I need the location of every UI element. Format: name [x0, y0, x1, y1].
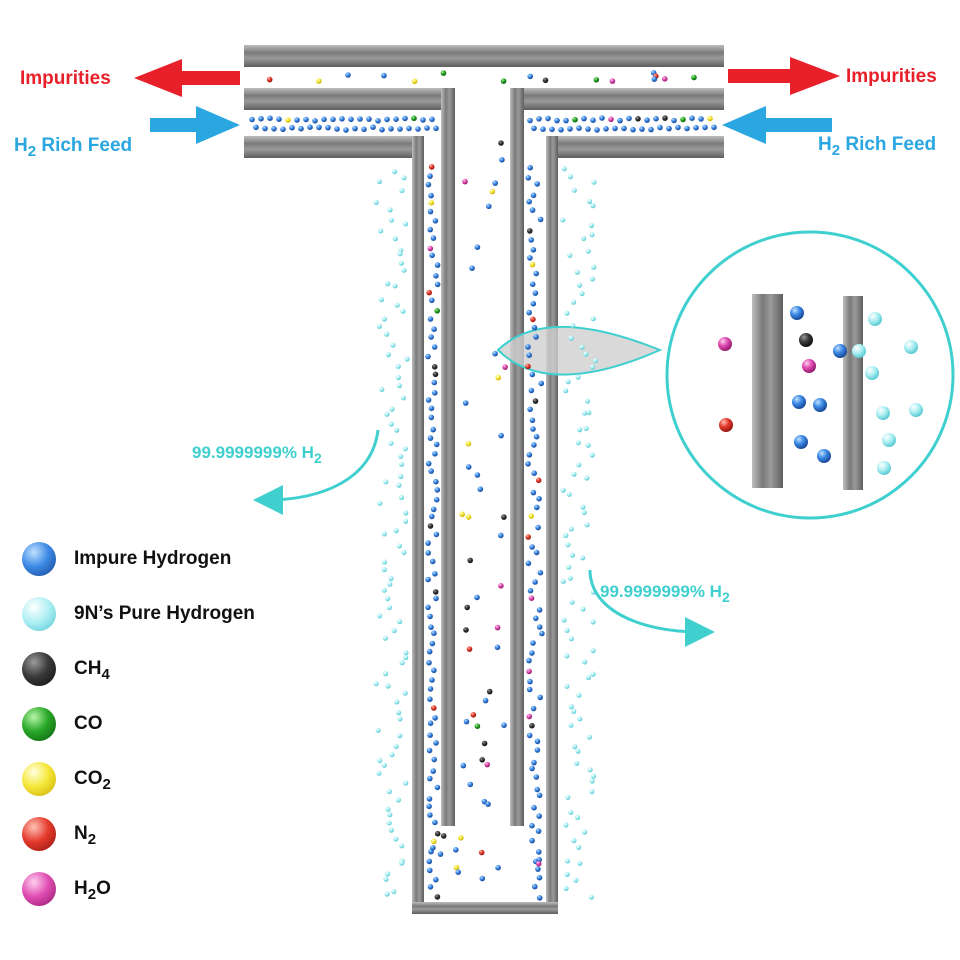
legend-item-pure-hydrogen: 9N’s Pure Hydrogen — [22, 595, 322, 635]
purity-label-right: 99.9999999% H2 — [600, 582, 730, 605]
legend-label: H2O — [74, 878, 111, 903]
feed-arrow-left — [150, 106, 240, 144]
h2o-swatch — [22, 872, 56, 906]
legend-item-impure-hydrogen: Impure Hydrogen — [22, 540, 322, 580]
legend-item-h2o: H2O — [22, 870, 322, 910]
legend-item-ch4: CH4 — [22, 650, 322, 690]
purity-arrow-left — [253, 429, 380, 515]
impure-hydrogen-swatch — [22, 542, 56, 576]
impurities-arrow-right — [728, 57, 840, 95]
purity-left-main: 99.9999999% H — [192, 443, 314, 462]
legend-item-n2: N2 — [22, 815, 322, 855]
manifold — [244, 45, 724, 158]
feed-label-right: H2 Rich Feed — [818, 134, 936, 159]
feed-right-sub: 2 — [832, 142, 840, 159]
purity-arrow-right — [588, 569, 715, 647]
legend-label: 9N’s Pure Hydrogen — [74, 603, 255, 624]
co-swatch — [22, 707, 56, 741]
impurities-label-left: Impurities — [20, 68, 111, 89]
legend-label: Impure Hydrogen — [74, 548, 232, 569]
feed-left-h: H — [14, 135, 28, 156]
impurities-label-right: Impurities — [846, 66, 937, 87]
legend-label: CO — [74, 713, 103, 734]
feed-arrow-right — [722, 106, 832, 144]
feed-label-left: H2 Rich Feed — [14, 135, 132, 160]
feed-left-rest: Rich Feed — [36, 135, 132, 156]
magnifier — [496, 230, 955, 520]
legend-label: CO2 — [74, 768, 111, 793]
feed-right-rest: Rich Feed — [840, 134, 936, 155]
legend-item-co2: CO2 — [22, 760, 322, 800]
feed-right-h: H — [818, 134, 832, 155]
gas-molecules — [249, 70, 923, 901]
purity-right-sub: 2 — [722, 589, 730, 605]
pure-hydrogen-swatch — [22, 597, 56, 631]
n2-swatch — [22, 817, 56, 851]
purity-left-sub: 2 — [314, 450, 322, 466]
purity-right-main: 99.9999999% H — [600, 582, 722, 601]
feed-left-sub: 2 — [28, 143, 36, 160]
impurities-arrow-left — [134, 59, 240, 97]
ch4-swatch — [22, 652, 56, 686]
legend-item-co: CO — [22, 705, 322, 745]
co2-swatch — [22, 762, 56, 796]
purity-label-left: 99.9999999% H2 — [192, 443, 322, 466]
legend-label: CH4 — [74, 658, 110, 683]
legend-label: N2 — [74, 823, 97, 848]
